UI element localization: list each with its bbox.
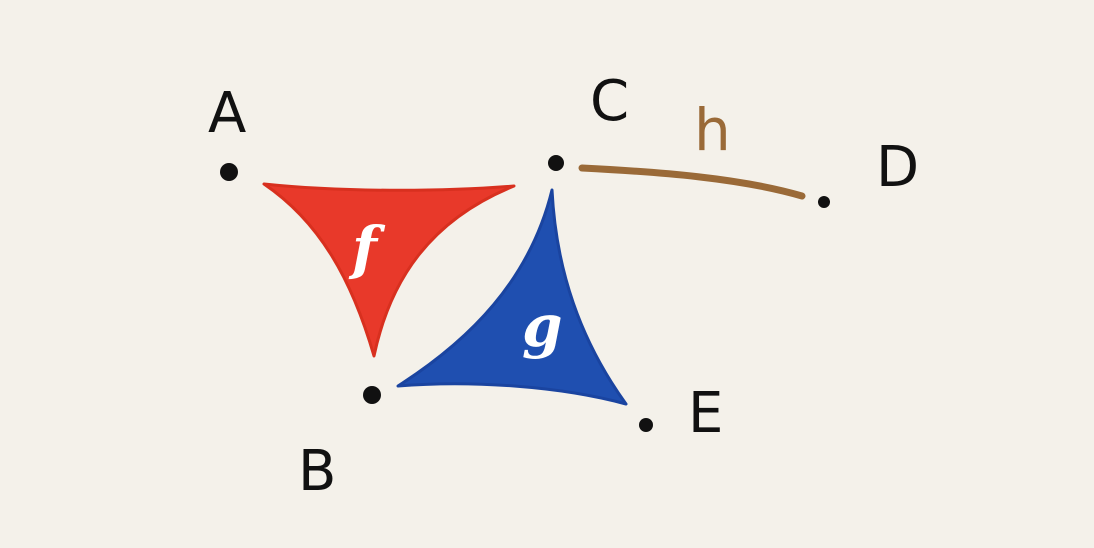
vertex-dot-b: [363, 386, 381, 404]
vertex-label-e: E: [688, 381, 723, 446]
face-label-g: g: [522, 292, 563, 360]
face-g: [396, 188, 628, 406]
vertex-dot-e: [639, 418, 653, 432]
edge-h: [578, 164, 806, 200]
vertex-label-b: B: [298, 439, 336, 504]
vertex-dot-d: [818, 196, 830, 208]
vertex-label-d: D: [876, 135, 919, 200]
vertex-label-c: C: [590, 69, 629, 134]
vertex-label-a: A: [208, 81, 246, 146]
face-f: [262, 182, 516, 358]
vertex-dot-c: [548, 155, 564, 171]
vertex-dot-a: [220, 163, 238, 181]
edge-label-h: h: [694, 96, 731, 164]
